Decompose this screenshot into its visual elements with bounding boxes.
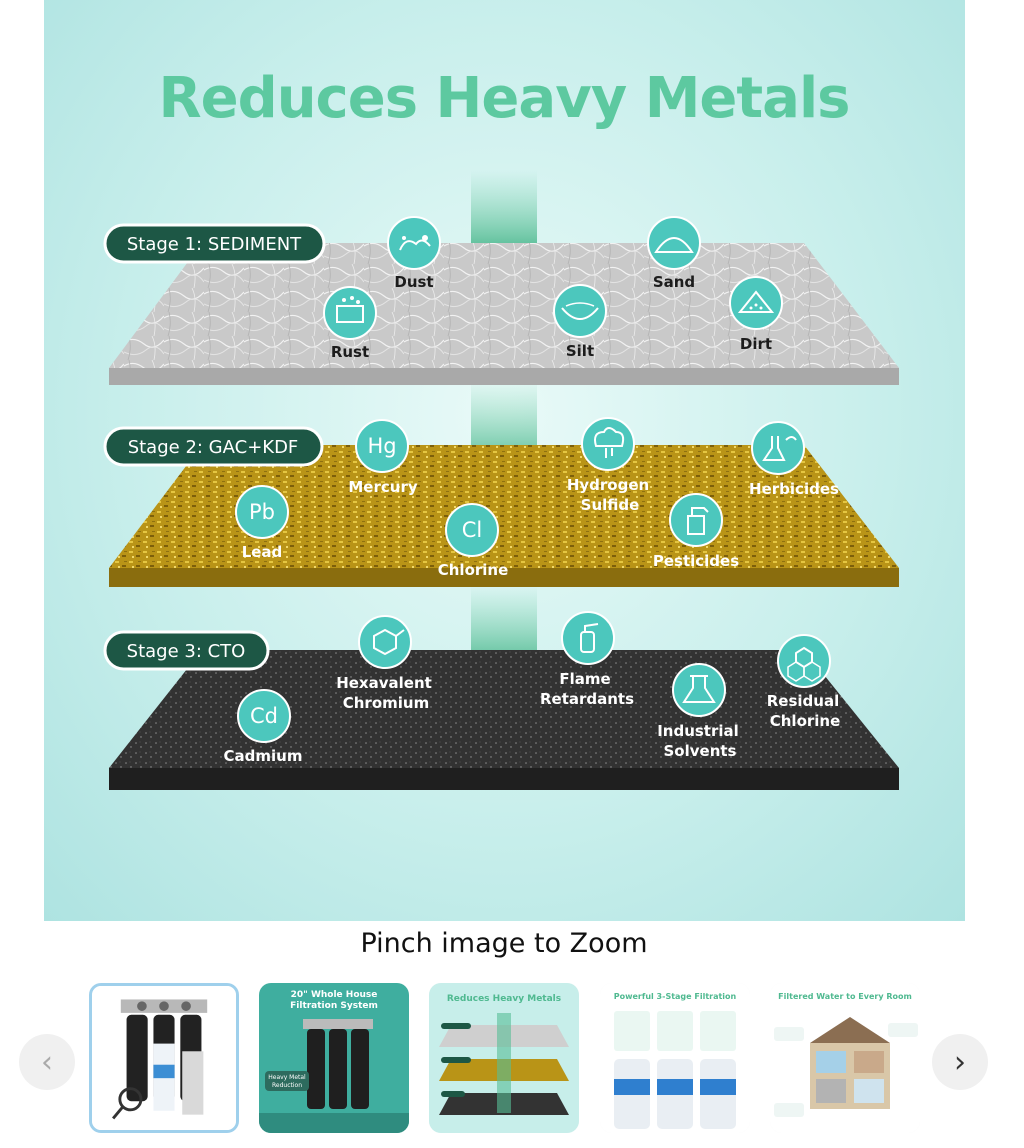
- label-hexavalent-chromium-1: Hexavalent: [336, 674, 432, 692]
- svg-text:Reduces Heavy Metals: Reduces Heavy Metals: [447, 994, 561, 1004]
- carousel-next-button[interactable]: ›: [932, 1034, 988, 1090]
- stage-2-pill: Stage 2: GAC+KDF: [103, 426, 324, 467]
- whole-house-system-image: 20" Whole House Filtration System Heavy …: [259, 983, 409, 1133]
- hero-title: Reduces Heavy Metals: [159, 66, 850, 131]
- svg-text:Filtration System: Filtration System: [290, 1001, 378, 1011]
- silt-icon: [553, 284, 607, 338]
- stage-3-pill: Stage 3: CTO: [103, 630, 270, 671]
- svg-text:Hg: Hg: [367, 434, 396, 458]
- svg-text:Pb: Pb: [249, 500, 275, 524]
- label-flame-retardants-1: Flame: [559, 670, 610, 688]
- chlorine-symbol-icon: Cl: [445, 503, 499, 557]
- svg-text:Reduction: Reduction: [272, 1082, 302, 1089]
- label-silt: Silt: [566, 342, 594, 360]
- thumbnail-3[interactable]: Reduces Heavy Metals: [429, 983, 579, 1133]
- label-industrial-solvents-2: Solvents: [664, 742, 737, 760]
- label-sand: Sand: [653, 273, 695, 291]
- molecule-icon: [358, 615, 412, 669]
- carousel-prev-button[interactable]: ‹: [19, 1034, 75, 1090]
- label-flame-retardants-2: Retardants: [540, 690, 634, 708]
- label-rust: Rust: [331, 343, 369, 361]
- stage-1-pill: Stage 1: SEDIMENT: [103, 223, 326, 264]
- thumbnail-5[interactable]: Filtered Water to Every Room: [770, 983, 920, 1133]
- thumbnail-4[interactable]: Powerful 3-Stage Filtration: [600, 983, 750, 1133]
- dirt-icon: [729, 276, 783, 330]
- rust-icon: [323, 286, 377, 340]
- thumbnail-2[interactable]: 20" Whole House Filtration System Heavy …: [259, 983, 409, 1133]
- label-dust: Dust: [394, 273, 433, 291]
- product-image-hero[interactable]: Reduces Heavy Metals Stage 1:: [44, 0, 965, 921]
- label-herbicides: Herbicides: [749, 480, 839, 498]
- svg-text:Cl: Cl: [462, 518, 483, 542]
- label-residual-chlorine-2: Chlorine: [770, 712, 841, 730]
- svg-text:20" Whole House: 20" Whole House: [291, 990, 378, 1000]
- spray-bottle-icon: [669, 493, 723, 547]
- label-pesticides: Pesticides: [653, 552, 739, 570]
- label-hexavalent-chromium-2: Chromium: [343, 694, 429, 712]
- label-chlorine: Chlorine: [438, 561, 509, 579]
- pinch-zoom-caption: Pinch image to Zoom: [360, 928, 648, 959]
- label-hydrogen-sulfide-1: Hydrogen: [567, 476, 649, 494]
- heavy-metals-layers-image: Reduces Heavy Metals: [429, 983, 579, 1133]
- three-stage-filtration-image: Powerful 3-Stage Filtration: [600, 983, 750, 1133]
- svg-text:Filtered Water to Every Room: Filtered Water to Every Room: [778, 992, 912, 1001]
- hexagon-molecule-icon: [777, 634, 831, 688]
- beaker-icon: [672, 663, 726, 717]
- lead-symbol-icon: Pb: [235, 485, 289, 539]
- svg-text:Stage 3: CTO: Stage 3: CTO: [127, 641, 246, 662]
- label-cadmium: Cadmium: [224, 747, 303, 765]
- svg-text:Heavy Metal: Heavy Metal: [268, 1074, 306, 1081]
- label-hydrogen-sulfide-2: Sulfide: [581, 496, 640, 514]
- label-residual-chlorine-1: Residual: [767, 692, 839, 710]
- svg-text:Stage 1: SEDIMENT: Stage 1: SEDIMENT: [127, 234, 302, 255]
- mercury-symbol-icon: Hg: [355, 419, 409, 473]
- herbicide-flask-icon: [751, 421, 805, 475]
- chevron-right-icon: ›: [954, 1044, 966, 1080]
- fire-extinguisher-icon: [561, 611, 615, 665]
- label-industrial-solvents-1: Industrial: [657, 722, 739, 740]
- sand-icon: [647, 216, 701, 270]
- gas-cloud-icon: [581, 417, 635, 471]
- stage-1-layer: [109, 243, 899, 385]
- filter-housing-image: [92, 986, 236, 1130]
- label-mercury: Mercury: [348, 478, 417, 496]
- svg-text:Cd: Cd: [250, 704, 278, 728]
- svg-text:Stage 2: GAC+KDF: Stage 2: GAC+KDF: [128, 437, 299, 458]
- thumbnail-1[interactable]: [89, 983, 239, 1133]
- label-dirt: Dirt: [740, 335, 772, 353]
- cadmium-symbol-icon: Cd: [237, 689, 291, 743]
- svg-text:Powerful 3-Stage Filtration: Powerful 3-Stage Filtration: [614, 992, 737, 1001]
- label-lead: Lead: [242, 543, 283, 561]
- filtered-water-house-image: Filtered Water to Every Room: [770, 983, 920, 1133]
- dust-icon: [387, 216, 441, 270]
- chevron-left-icon: ‹: [41, 1044, 53, 1080]
